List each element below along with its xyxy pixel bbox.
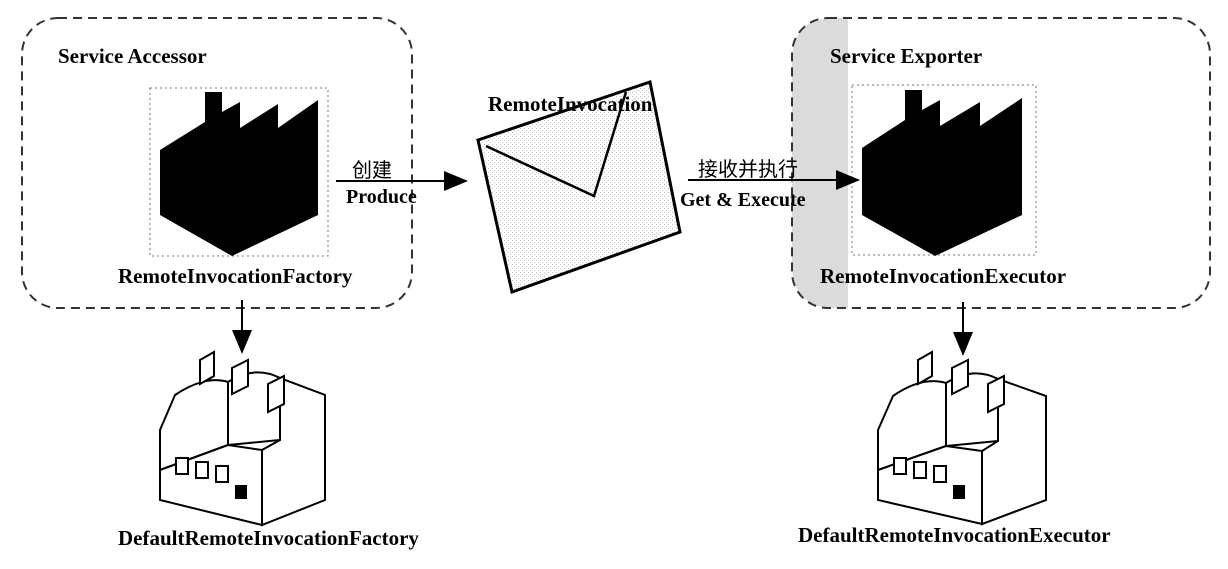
service-exporter-group (791, 17, 1211, 309)
default-remote-invocation-factory-label: DefaultRemoteInvocationFactory (118, 526, 419, 550)
service-exporter-shade (792, 18, 848, 308)
envelope-icon (476, 80, 682, 294)
remote-invocation-executor-label: RemoteInvocationExecutor (820, 264, 1067, 288)
default-executor-building-icon (877, 350, 1047, 526)
executor-factory-icon (851, 84, 1037, 256)
execute-label-en: Get & Execute (680, 189, 806, 211)
produce-label-cn: 创建 (352, 158, 392, 182)
default-factory-building-icon (159, 350, 326, 527)
produce-label-en: Produce (346, 186, 417, 208)
remote-invocation-label: RemoteInvocation (488, 92, 653, 116)
service-exporter-label: Service Exporter (830, 44, 983, 68)
service-accessor-group (21, 17, 413, 309)
service-accessor-label: Service Accessor (58, 44, 207, 68)
factory-icon (149, 87, 329, 257)
execute-label-cn: 接收并执行 (698, 157, 798, 181)
default-remote-invocation-executor-label: DefaultRemoteInvocationExecutor (798, 523, 1111, 547)
remote-invocation-factory-label: RemoteInvocationFactory (118, 264, 353, 288)
